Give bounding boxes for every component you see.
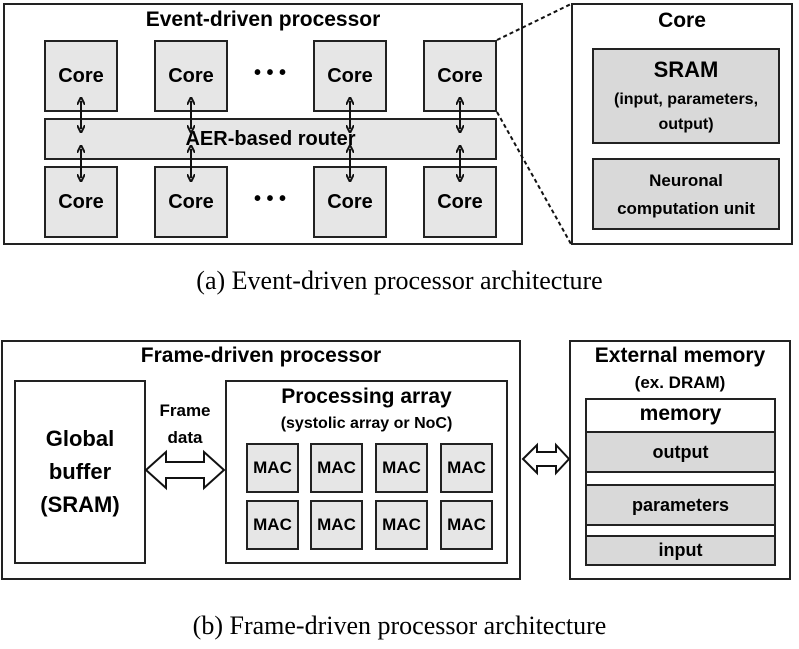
ellipsis-top: • • •	[253, 62, 287, 84]
memory-output: output	[585, 431, 776, 473]
ncu-label-1: Neuronal	[649, 171, 723, 190]
frame-data-label-1: Frame	[159, 401, 211, 420]
ellipsis-bottom: • • •	[253, 188, 287, 210]
memory-input: input	[585, 535, 776, 566]
event-processor-title: Event-driven processor	[145, 8, 381, 31]
caption-b: (b) Frame-driven processor architecture	[192, 611, 607, 640]
external-memory-subtitle: (ex. DRAM)	[634, 373, 726, 392]
mac-3: MAC	[375, 443, 428, 493]
caption-a: (a) Event-driven processor architecture	[196, 266, 603, 295]
mac-1: MAC	[246, 443, 299, 493]
zoom-line-bottom	[496, 111, 572, 245]
sram-subtitle-2: output)	[658, 116, 714, 133]
sram-title: SRAM	[653, 57, 719, 82]
sram-subtitle-1: (input, parameters,	[613, 91, 759, 108]
global-buffer-label-1: Global	[45, 426, 115, 451]
frame-data-label-2: data	[167, 428, 203, 447]
frame-processor-title: Frame-driven processor	[140, 344, 382, 367]
memory-label: memory	[639, 402, 722, 425]
sram-block	[592, 48, 780, 144]
mac-2: MAC	[310, 443, 363, 493]
global-buffer-label-2: buffer	[48, 459, 112, 484]
mac-8: MAC	[440, 500, 493, 550]
mac-4: MAC	[440, 443, 493, 493]
core-top-4: Core	[423, 40, 497, 112]
processing-array-title: Processing array	[281, 385, 452, 408]
memory-link-arrow	[521, 442, 571, 476]
mac-6: MAC	[310, 500, 363, 550]
mac-7: MAC	[375, 500, 428, 550]
core-detail-title: Core	[658, 9, 706, 32]
processing-array-subtitle: (systolic array or NoC)	[280, 415, 453, 432]
zoom-line-top	[496, 3, 572, 41]
global-buffer-label-3: (SRAM)	[40, 492, 120, 517]
memory-parameters: parameters	[585, 484, 776, 526]
neuronal-computation-unit	[592, 158, 780, 230]
frame-data-arrow	[144, 449, 226, 491]
global-buffer	[14, 380, 146, 564]
external-memory-title: External memory	[594, 344, 766, 367]
mac-5: MAC	[246, 500, 299, 550]
aer-router: AER-based router	[44, 118, 497, 160]
ncu-label-2: computation unit	[617, 199, 755, 218]
